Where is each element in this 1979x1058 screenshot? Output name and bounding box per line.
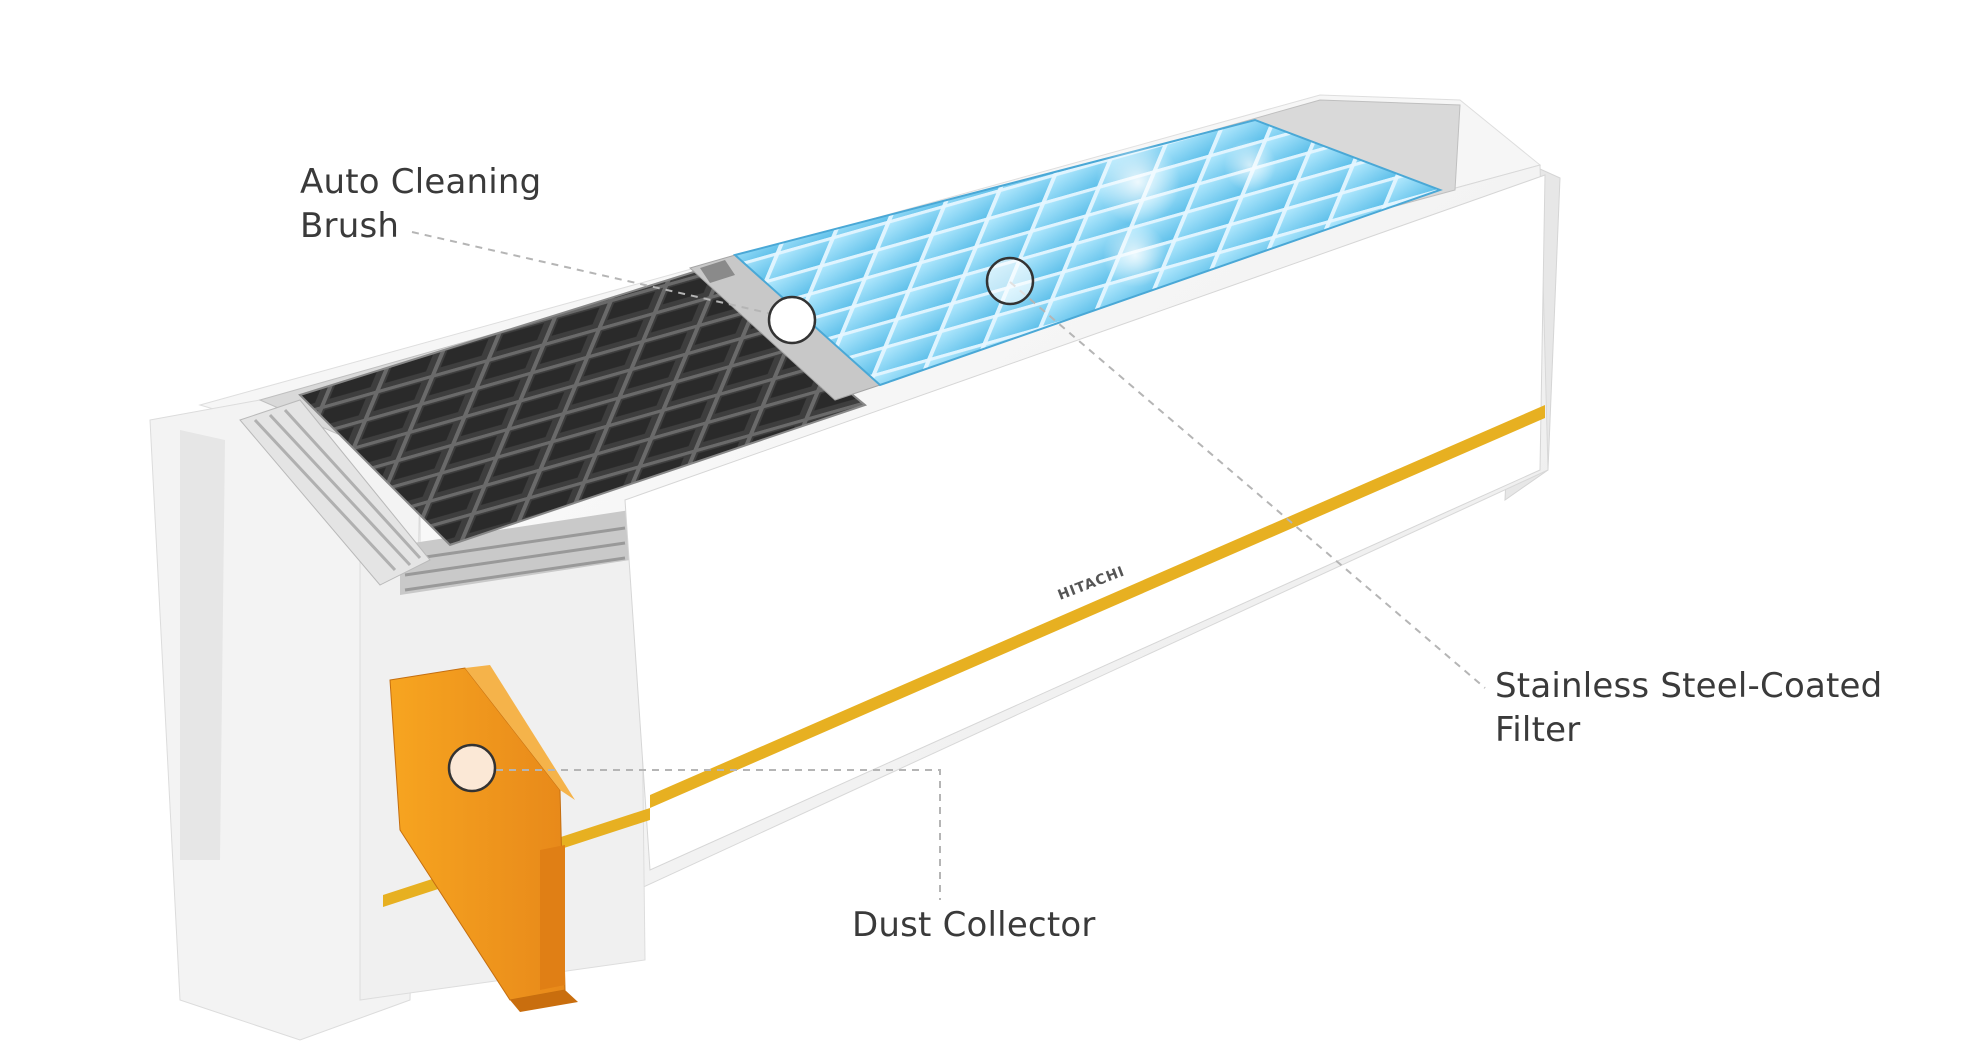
dust-collector-tray xyxy=(389,665,578,1012)
marker-filter xyxy=(985,256,1035,306)
callout-markers xyxy=(447,256,1035,793)
callout-lines xyxy=(411,231,1486,900)
label-stainless-filter-line1: Stainless Steel-Coated xyxy=(1495,666,1883,706)
dirty-filter xyxy=(298,268,868,547)
label-stainless-filter: Stainless Steel-Coated Filter xyxy=(1495,664,1882,752)
label-auto-cleaning-brush-line1: Auto Cleaning xyxy=(300,162,542,202)
label-stainless-filter-line2: Filter xyxy=(1495,710,1581,750)
callout-line-dust xyxy=(470,769,941,900)
marker-brush xyxy=(767,295,817,345)
label-auto-cleaning-brush-line2: Brush xyxy=(300,206,400,246)
callout-line-filter xyxy=(1009,281,1486,689)
accent-stripe xyxy=(650,405,1545,808)
label-auto-cleaning-brush: Auto Cleaning Brush xyxy=(300,160,541,248)
marker-dust xyxy=(447,743,497,793)
label-dust-collector: Dust Collector xyxy=(852,905,1096,945)
